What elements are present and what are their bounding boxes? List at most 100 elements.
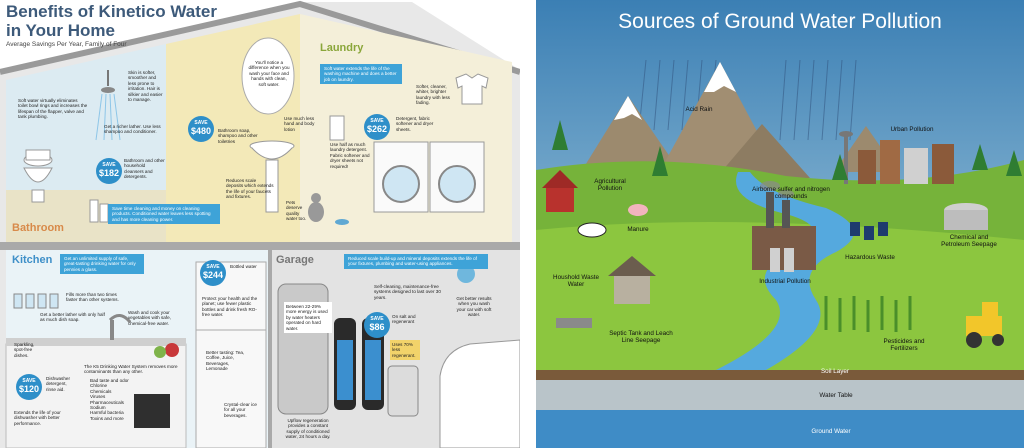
label-water-table: Water Table <box>819 392 853 399</box>
label-airborne: Airborne sulfer and nitrogen compounds <box>752 186 830 201</box>
groundwater-infographic: Sources of Ground Water Pollution Acid R… <box>536 0 1024 448</box>
label-chemical: Chemical and Petroleum Seepage <box>941 234 997 249</box>
note-lotion: Use much less hand and body lotion <box>284 116 315 132</box>
note-laundry-top: Soft water extends the life of the washi… <box>320 64 402 85</box>
tree <box>1006 150 1022 176</box>
kitchen-faucet <box>110 320 114 340</box>
acid-rain <box>639 59 857 141</box>
note-bottled: Bottled water <box>230 264 257 269</box>
note-k5: The K5 Drinking Water System removes mor… <box>84 364 178 375</box>
label-household: Houshold Waste Water <box>553 274 599 289</box>
contaminant-item: Chlorine <box>90 383 108 389</box>
soil-layer <box>536 370 1024 380</box>
note-skin: Skin is softer, smoother and less prone … <box>128 70 163 103</box>
label-urban: Urban Pollution <box>890 126 934 133</box>
label-acid-rain: Acid Rain <box>685 106 713 113</box>
note-car: Get better results when you wash your ca… <box>456 296 492 318</box>
contaminant-item: Pharmaceuticals <box>90 399 124 405</box>
label-pesticides: Pesticides and Fertilizers <box>883 338 925 353</box>
building <box>880 140 900 184</box>
septic-tank <box>556 318 592 328</box>
contaminant-item: Harmful bacteria <box>90 410 124 416</box>
ground-water <box>536 410 1024 448</box>
left-title: Benefits of Kinetico Water in Your Home <box>6 2 217 40</box>
note-kitchen-bar: Get an unlimited supply of safe, great-t… <box>60 254 144 275</box>
note-extends: Extends the life of your dishwasher with… <box>14 410 61 426</box>
label-industrial: Industrial Pollution <box>759 278 811 285</box>
house <box>614 274 650 304</box>
left-subtitle: Average Savings Per Year, Family of Four <box>6 41 127 48</box>
contaminant-item: Sodium <box>90 405 106 411</box>
note-garage-bar: Reduced scale build-up and mineral depos… <box>344 254 488 269</box>
right-title: Sources of Ground Water Pollution <box>618 10 942 33</box>
wall-divider <box>268 250 272 448</box>
label-septic: Septic Tank and Leach Line Seepage <box>609 330 673 345</box>
tree <box>832 154 848 180</box>
note-better-lather: Get a better lather with only half as mu… <box>40 312 105 323</box>
tree <box>972 144 988 170</box>
car <box>439 339 520 448</box>
note-dishwasher: Dishwasher detergent, rinse aid. <box>46 376 70 392</box>
note-mirror: You'll notice a difference when you wash… <box>248 60 290 87</box>
save-badge: SAVE$120 <box>16 374 42 400</box>
note-uses-less: Uses 70% less regenerant. <box>390 340 420 361</box>
tree <box>552 120 568 150</box>
note-soap: Bathroom soap, shampoo and other toiletr… <box>218 128 258 144</box>
note-bathroom-bar: Save time cleaning and money on cleaning… <box>108 204 220 225</box>
cow <box>577 222 607 238</box>
floor-divider <box>0 242 520 250</box>
sink-pedestal <box>265 159 279 213</box>
landscape-illustration <box>536 0 1024 448</box>
fruit <box>165 343 179 357</box>
contaminant-item: Chemicals <box>90 388 112 394</box>
note-ice: Crystal-clear ice for all your beverages… <box>224 402 257 418</box>
pet-bowl <box>335 219 349 225</box>
shower-head <box>101 87 115 93</box>
mirror <box>241 37 295 115</box>
building <box>858 150 876 184</box>
mountain <box>716 124 810 178</box>
save-badge: SAVE$244 <box>200 260 226 286</box>
label-soil: Soil Layer <box>820 368 849 375</box>
tree <box>652 146 668 176</box>
note-toilet: Soft water virtually eliminates toilet b… <box>18 98 88 120</box>
hazard-barrel <box>850 222 860 236</box>
note-sparkling: Sparkling, spot-free dishes. <box>14 342 35 358</box>
note-upflow: Upflow regeneration provides a constant … <box>285 418 331 440</box>
brine-tank <box>387 365 419 417</box>
tower <box>844 136 848 184</box>
k5-system <box>134 394 170 428</box>
note-energy: Between 22-29% more energy is used by wa… <box>284 302 332 334</box>
note-pets: Pets deserve quality water too. <box>286 200 307 222</box>
note-wash-cook: Wash and cook your vegetables with safe,… <box>128 310 171 326</box>
note-protect: Protect your health and the planet; use … <box>202 296 258 318</box>
save-badge: SAVE$480 <box>188 116 214 142</box>
note-use-half: Use half as much laundry detergent. Fabr… <box>330 142 370 169</box>
note-lather: Get a richer lather. Use less shampoo an… <box>104 124 161 135</box>
building <box>932 144 954 184</box>
note-salt: On salt and regenerant <box>392 314 416 325</box>
room-garage: Garage <box>276 254 314 266</box>
refrigerator <box>195 261 267 448</box>
crops <box>824 296 912 332</box>
house-illustration <box>0 0 520 448</box>
note-tasting: Better tasting: Tea, Coffee, Juice, Beve… <box>206 350 245 372</box>
detergent-bottle <box>329 115 345 141</box>
note-scale-sink: Reduces scale deposits which extends the… <box>226 178 274 200</box>
cat <box>308 202 324 222</box>
cleanser-bottle <box>89 199 99 223</box>
hazard-barrel <box>878 222 888 236</box>
room-kitchen: Kitchen <box>12 254 53 266</box>
note-detergent: Detergent, fabric softener and dryer she… <box>396 116 434 132</box>
label-agricultural: Agricultural Pollution <box>594 178 626 193</box>
toilet-bowl <box>23 167 53 183</box>
save-badge: SAVE$262 <box>364 114 390 140</box>
barn <box>546 186 574 212</box>
pig <box>628 204 648 216</box>
contaminant-item: Toxins and more <box>90 415 124 421</box>
hazard-barrel <box>864 226 874 240</box>
note-self-cleaning: Self-cleaning, maintenance-free systems … <box>374 284 441 300</box>
note-softer-clothes: Softer, cleaner, whiter, brighter laundr… <box>416 84 450 106</box>
tshirt <box>455 73 489 105</box>
